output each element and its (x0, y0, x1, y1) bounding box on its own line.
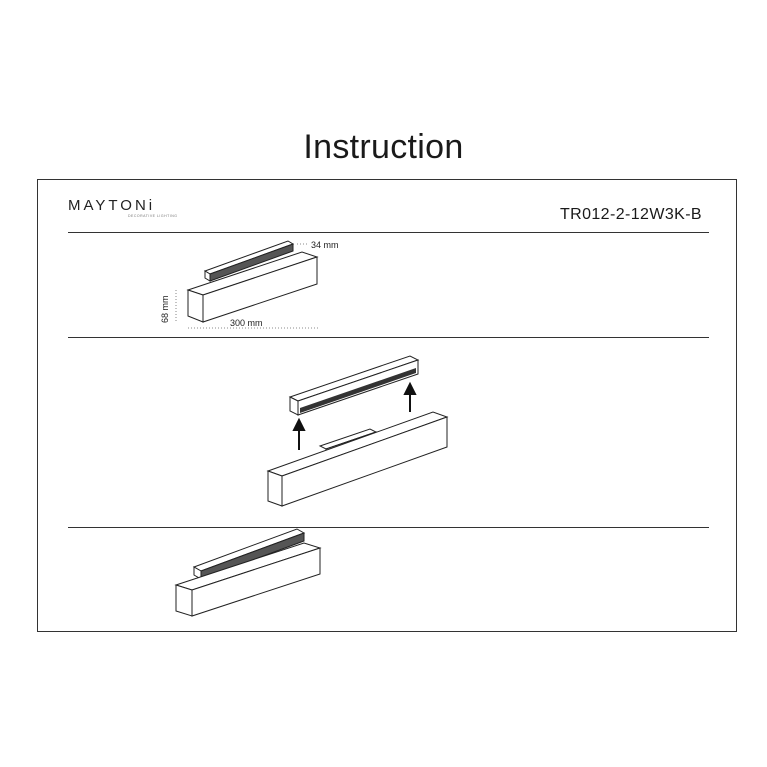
luminaire-end-face (187, 289, 204, 323)
instruction-panel: MAYTONi DECORATIVE LIGHTING TR012-2-12W3… (37, 179, 737, 632)
depth-label: 34 mm (311, 240, 339, 250)
divider-step-2 (68, 527, 709, 528)
detached-adapter-strip (300, 368, 416, 413)
body-end-face (267, 470, 283, 507)
divider-step-1 (68, 337, 709, 338)
height-label: 68 mm (160, 295, 170, 323)
brand-tagline: DECORATIVE LIGHTING (128, 214, 178, 218)
brand-logo: MAYTONi DECORATIVE LIGHTING (68, 197, 178, 218)
arrow-left-icon (292, 417, 306, 431)
body-side-face (281, 416, 448, 507)
arrow-right-icon (403, 381, 417, 395)
luminaire-side-face (202, 256, 318, 323)
divider-header (68, 232, 709, 233)
track-adapter-side (209, 243, 294, 282)
adapter-removal-figure (266, 355, 449, 507)
assembled-figure (174, 528, 322, 617)
luminaire-dimension-figure (186, 240, 319, 323)
brand-name: MAYTONi (68, 197, 156, 214)
assembled-body-side (191, 547, 321, 617)
length-label: 300 mm (230, 318, 263, 328)
assembled-body-end (175, 584, 193, 617)
lift-arrows (292, 381, 417, 450)
page-title: Instruction (303, 128, 464, 166)
model-number: TR012-2-12W3K-B (559, 206, 702, 223)
